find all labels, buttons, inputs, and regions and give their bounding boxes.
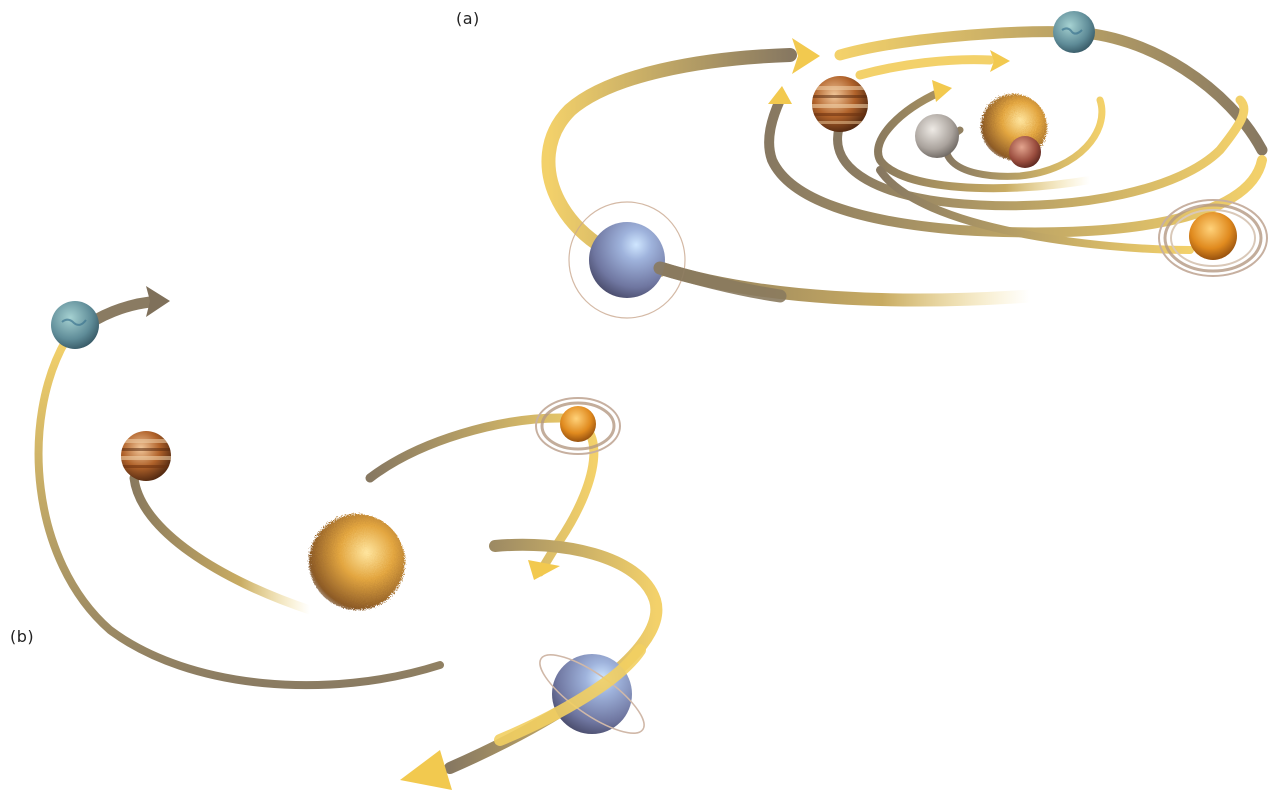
panel-label-b: (b) — [10, 627, 34, 646]
panel-a — [548, 11, 1267, 318]
arrow-head-b-ice — [400, 750, 452, 790]
small-red-planet-a — [1009, 136, 1041, 168]
ringed-planet-b — [536, 398, 620, 454]
rocky-planet-a — [915, 114, 959, 158]
gas-giant-planet-a — [810, 76, 870, 132]
orbit-ribbon-outer — [548, 55, 790, 270]
fuzzy-body-b — [309, 514, 405, 610]
earth-like-planet-a — [1053, 11, 1095, 53]
arrow-head-b-ringed — [528, 560, 560, 580]
ice-giant-planet-a — [569, 202, 685, 318]
arrow-head-earth-orbit — [768, 86, 792, 104]
orbit-ribbon-b-ice — [450, 545, 656, 768]
panel-b — [39, 286, 657, 790]
orbit-ribbon-b-jupiter — [134, 478, 310, 610]
panel-label-a: (a) — [456, 9, 480, 28]
orbit-ribbon-b-outer — [39, 340, 440, 685]
orbit-ribbon-earth — [840, 32, 1262, 150]
gas-giant-planet-b — [118, 431, 174, 481]
earth-like-planet-b — [51, 301, 99, 349]
orbit-ribbon-middle-top — [860, 60, 990, 75]
